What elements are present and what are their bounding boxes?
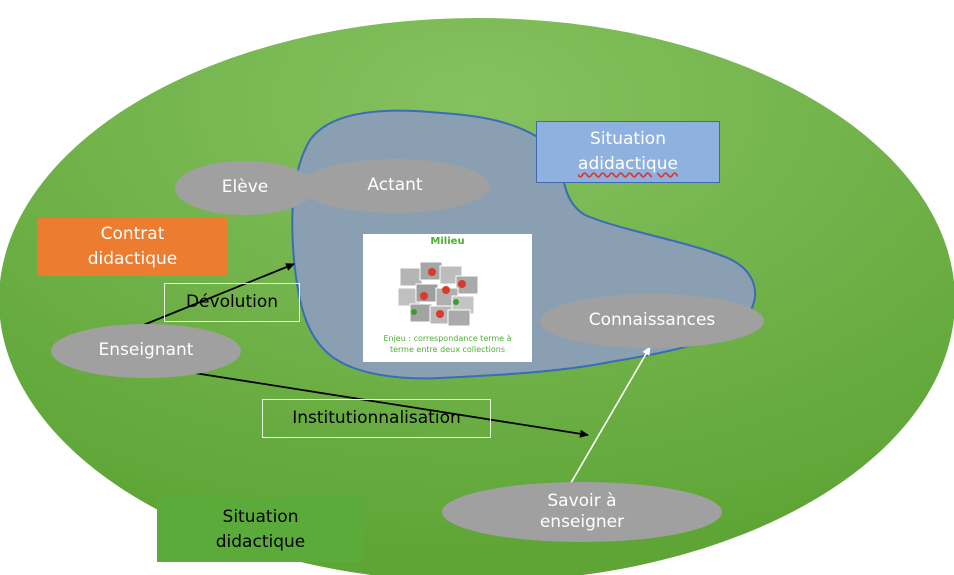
devolution-arrow — [132, 263, 295, 333]
connaissances-savoir-arrow — [560, 346, 651, 497]
milieu-enjeu: Enjeu : correspondance terme à terme ent… — [363, 333, 532, 355]
savoir-label-line2: enseigner — [539, 512, 625, 532]
savoir-label: Savoir à enseigner — [442, 482, 722, 542]
devolution-label: Dévolution — [164, 283, 300, 322]
contrat-didactique-box: Contrat didactique — [37, 218, 228, 276]
situation-adidactique-box: Situation adidactique — [536, 121, 720, 183]
contrat-line2: didactique — [87, 249, 178, 269]
actant-oval — [300, 159, 490, 213]
situation-didactique-line1: Situation — [222, 507, 299, 528]
milieu-collection-images — [397, 261, 479, 327]
situation-didactique-box: Situation didactique — [157, 498, 364, 562]
institutionnalisation-label: Institutionnalisation — [262, 399, 491, 438]
enseignant-label: Enseignant — [98, 340, 194, 361]
eleve-oval — [175, 161, 315, 215]
savoir-label-line1: Savoir à — [547, 490, 617, 511]
savoir-oval — [442, 482, 722, 542]
institutionnalisation-arrow — [187, 371, 589, 438]
situation-didactique-line2: didactique — [215, 532, 306, 552]
milieu-enjeu-line2: terme entre deux collections — [389, 345, 506, 355]
actant-label: Actant — [367, 175, 423, 196]
situation-adidactique-line1: Situation — [590, 129, 666, 150]
milieu-enjeu-line1: Enjeu : correspondance terme à — [383, 334, 512, 343]
eleve-label: Elève — [221, 177, 269, 198]
connaissances-label: Connaissances — [588, 310, 716, 331]
connaissances-oval — [540, 294, 764, 348]
milieu-title: Milieu — [430, 236, 465, 247]
situation-adidactique-line2: adidactique — [578, 154, 678, 174]
enseignant-oval — [51, 324, 241, 378]
contrat-line1: Contrat — [100, 224, 165, 245]
